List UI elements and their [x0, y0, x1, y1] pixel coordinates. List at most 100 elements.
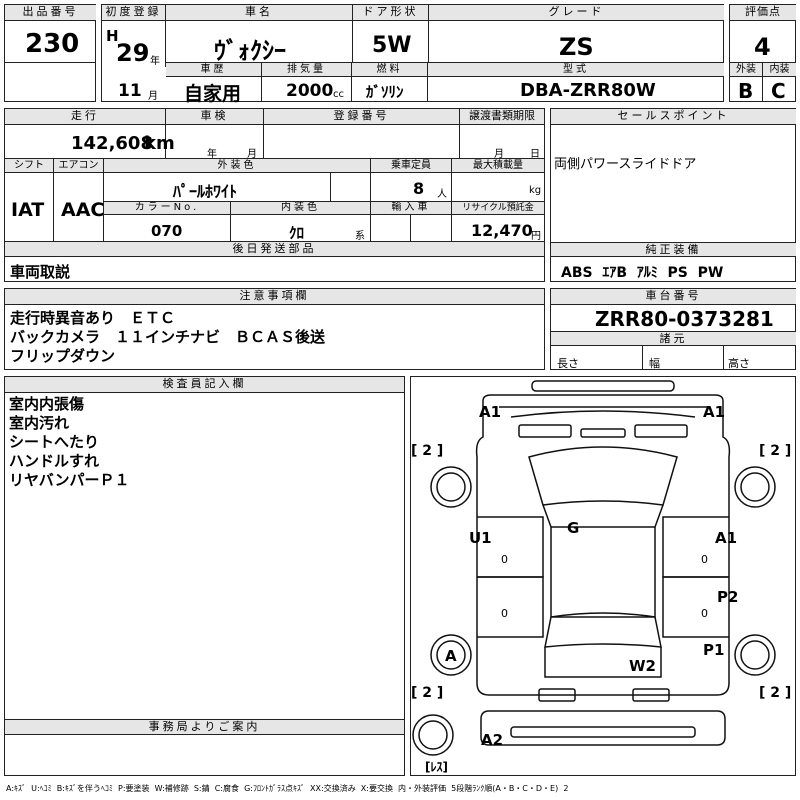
- office-label: 事務局よりご案内: [5, 719, 404, 735]
- fuel-label: 燃料: [352, 63, 428, 77]
- car-name-label: 車名: [166, 5, 353, 21]
- tire-left-rear: [ 2 ]: [411, 685, 443, 701]
- exterior-grade: B: [738, 79, 754, 103]
- displacement: 2000: [286, 81, 334, 101]
- door-label: ドア形状: [353, 5, 429, 21]
- main-header-box: 初度登録 車名 ドア形状 グレード H 29 年 ｳﾞｫｸｼｰ 5W ZS 車歴…: [101, 4, 724, 105]
- transfer-label: 譲渡書類期限: [460, 109, 544, 125]
- chassis-number: ZRR80-0373281: [595, 307, 774, 331]
- max-load-unit: kg: [529, 185, 542, 196]
- equipment-label: 純正装備: [551, 242, 796, 257]
- sales-point-text: 両側パワースライドドア: [554, 157, 697, 172]
- tire-left-front: [ 2 ]: [411, 443, 443, 459]
- interior-grade: C: [771, 79, 786, 103]
- damage-mark: A1: [703, 403, 725, 421]
- zero-mark: 0: [701, 553, 708, 566]
- registration-label: 登録番号: [264, 109, 460, 125]
- shift-label: シフト: [5, 159, 54, 173]
- notes-line: 走行時異音あり ＥＴＣ: [10, 309, 176, 327]
- interior-label: 内装: [763, 63, 796, 77]
- ext-color-label: 外装色: [104, 159, 371, 173]
- int-color-label: 内装色: [231, 202, 371, 215]
- inspector-box: 検査員記入欄 室内内張傷 室内汚れ シートへたり ハンドルすれ リヤバンパーＰ１…: [4, 376, 405, 776]
- recycle-label: リサイクル預託金: [452, 202, 544, 215]
- inspection-month-unit: 月: [247, 149, 257, 160]
- later-parts-text: 車両取説: [10, 263, 71, 281]
- fuel: ｶﾞｿﾘﾝ: [366, 83, 404, 101]
- inspector-line: リヤバンパーＰ１: [9, 471, 130, 489]
- displacement-label: 排気量: [262, 63, 352, 77]
- door-type: 5W: [372, 33, 412, 58]
- dims-height: 高さ: [728, 357, 750, 370]
- max-load-label: 最大積載量: [452, 159, 544, 173]
- month-unit: 月: [148, 91, 158, 102]
- aircon-label: エアコン: [54, 159, 104, 173]
- car-history: 自家用: [184, 83, 242, 105]
- displacement-unit: cc: [333, 89, 344, 100]
- mileage-value: 142,608: [71, 133, 153, 154]
- lot-box: 出品番号 230: [4, 4, 96, 102]
- recycle-unit: 円: [531, 231, 541, 242]
- inspection-label: 車検: [166, 109, 264, 125]
- mileage-label: 走行: [5, 109, 166, 125]
- grade-value: ZS: [559, 33, 594, 61]
- ext-color-value: ﾊﾟｰﾙﾎﾜｲﾄ: [173, 182, 238, 201]
- tire-right-rear: [ 2 ]: [759, 685, 791, 701]
- model-label: 型式: [428, 63, 724, 77]
- zero-mark: 0: [701, 607, 708, 620]
- damage-mark: A1: [715, 529, 737, 547]
- damage-mark: A2: [481, 731, 503, 749]
- zero-mark: 0: [501, 553, 508, 566]
- year-unit: 年: [150, 56, 160, 67]
- zero-mark: 0: [501, 607, 508, 620]
- damage-mark: U1: [469, 529, 492, 547]
- score-label: 評価点: [730, 5, 796, 21]
- notes-box: 注意事項欄 走行時異音あり ＥＴＣ バックカメラ １１インチナビ ＢＣＡＳ後送 …: [4, 288, 545, 370]
- sales-point-box: セールスポイント 両側パワースライドドア 純正装備 ABS ｴｱB ｱﾙﾐ PS…: [550, 108, 796, 282]
- inspector-line: 室内汚れ: [9, 414, 70, 432]
- first-reg-year: 29: [116, 39, 150, 67]
- dims-label: 諸元: [551, 331, 796, 346]
- score-value: 4: [754, 33, 771, 61]
- recycle-value: 12,470: [471, 221, 533, 240]
- grade-label: グレード: [429, 5, 724, 21]
- damage-mark: P1: [703, 641, 724, 659]
- lot-number: 230: [25, 29, 80, 59]
- equipment-text: ABS ｴｱB ｱﾙﾐ PS PW: [561, 265, 724, 281]
- inspector-line: ハンドルすれ: [9, 452, 100, 470]
- spare-tire-label: [ﾚｽ]: [425, 760, 448, 774]
- inspector-label: 検査員記入欄: [5, 377, 404, 393]
- first-reg-label: 初度登録: [102, 5, 166, 21]
- first-reg-month: 11: [118, 81, 142, 101]
- tire-right-front: [ 2 ]: [759, 443, 791, 459]
- dims-length: 長さ: [557, 357, 579, 370]
- car-outline: A1 A1 U1 G A1 P2 A P1 W2 A2 [ 2 ] [ 2 ] …: [411, 380, 791, 774]
- score-box: 評価点 4 外装 内装 B C: [729, 4, 796, 103]
- damage-mark: A: [445, 647, 457, 665]
- dims-width: 幅: [649, 357, 660, 370]
- spec-box: 走行 車検 登録番号 譲渡書類期限 142,608 km 年 月 月 日 シフト…: [4, 108, 545, 282]
- capacity-unit: 人: [437, 189, 447, 200]
- car-name: ｳﾞｫｸｼｰ: [214, 37, 286, 65]
- car-diagram: A1 A1 U1 G A1 P2 A P1 W2 A2 [ 2 ] [ 2 ] …: [410, 376, 796, 776]
- chassis-label: 車台番号: [551, 289, 796, 305]
- lot-label: 出品番号: [5, 5, 96, 21]
- model-code: DBA-ZRR80W: [520, 80, 656, 101]
- int-color-value: ｸﾛ: [289, 224, 305, 242]
- era: H: [106, 27, 119, 45]
- mileage-unit: km: [144, 133, 175, 154]
- transfer-day-unit: 日: [530, 149, 540, 160]
- sales-point-label: セールスポイント: [551, 109, 796, 125]
- damage-mark: G: [567, 519, 579, 537]
- transfer-month-unit: 月: [494, 149, 504, 160]
- notes-line: フリップダウン: [10, 347, 116, 365]
- inspector-line: 室内内張傷: [9, 395, 85, 413]
- capacity-value: 8: [413, 179, 425, 198]
- int-color-unit: 系: [355, 231, 365, 242]
- color-no-label: カラーNo.: [104, 202, 231, 215]
- aircon-value: AAC: [61, 199, 105, 221]
- notes-line: バックカメラ １１インチナビ ＢＣＡＳ後送: [10, 328, 326, 346]
- inspection-year-unit: 年: [207, 149, 217, 160]
- inspector-line: シートへたり: [9, 433, 100, 451]
- capacity-label: 乗車定員: [371, 159, 452, 173]
